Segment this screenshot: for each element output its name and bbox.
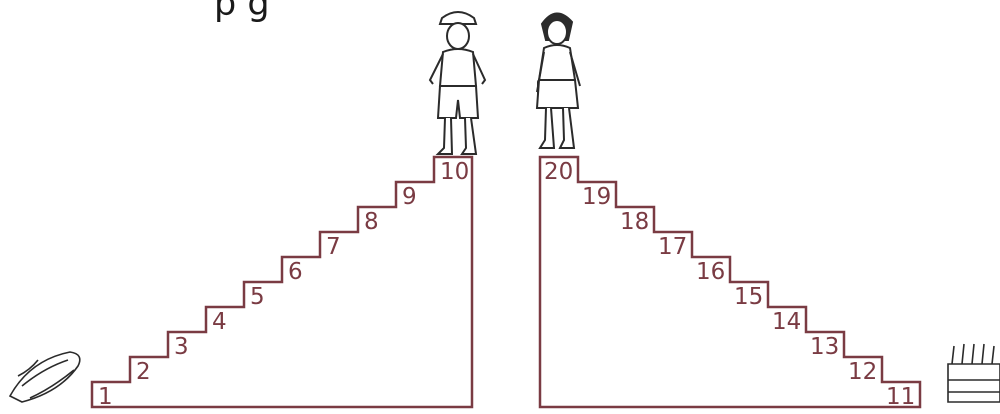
step-label-16: 16 — [696, 259, 725, 285]
step-label-11: 11 — [886, 384, 915, 410]
step-label-19: 19 — [582, 184, 611, 210]
step-label-12: 12 — [848, 359, 877, 385]
step-label-17: 17 — [658, 234, 687, 260]
step-label-1: 1 — [98, 384, 113, 410]
step-label-13: 13 — [810, 334, 839, 360]
right-step-labels: 11 12 13 14 15 16 17 18 19 20 — [544, 159, 915, 410]
step-label-20: 20 — [544, 159, 573, 185]
girl-with-bag-figure — [537, 13, 580, 148]
step-label-9: 9 — [402, 184, 417, 210]
step-label-4: 4 — [212, 309, 227, 335]
boy-in-cap-figure — [430, 12, 485, 154]
step-label-2: 2 — [136, 359, 151, 385]
step-label-18: 18 — [620, 209, 649, 235]
corn-cob-icon — [10, 352, 80, 402]
heading-fragment: p g — [214, 0, 270, 26]
corn-basket-icon — [948, 344, 1000, 402]
step-label-3: 3 — [174, 334, 189, 360]
step-label-15: 15 — [734, 284, 763, 310]
step-label-14: 14 — [772, 309, 801, 335]
step-label-8: 8 — [364, 209, 379, 235]
step-label-5: 5 — [250, 284, 265, 310]
step-label-10: 10 — [440, 159, 469, 185]
step-label-7: 7 — [326, 234, 341, 260]
step-label-6: 6 — [288, 259, 303, 285]
